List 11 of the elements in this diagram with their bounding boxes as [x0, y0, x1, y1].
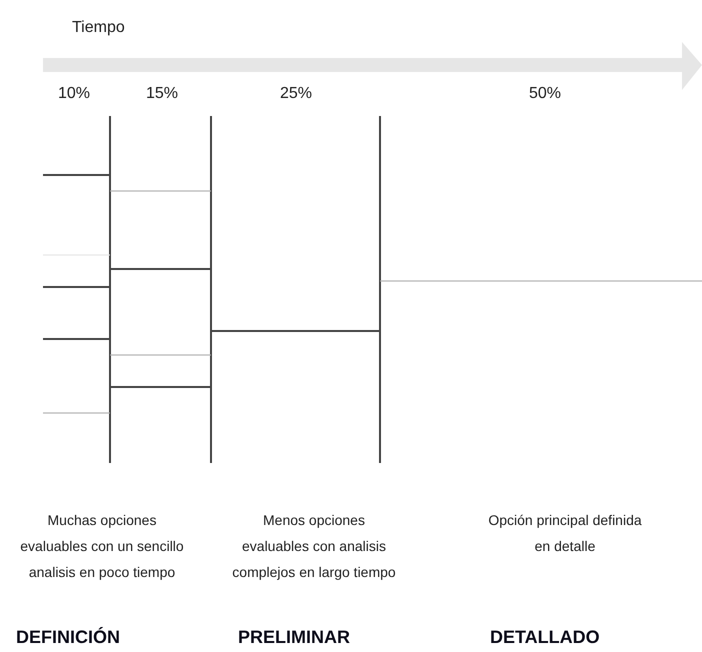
stage-name: DEFINICIÓN — [16, 627, 122, 647]
axis-title: Tiempo — [72, 18, 126, 38]
stage-name: PRELIMINAR — [238, 627, 351, 647]
percentage-label: 10% — [56, 84, 92, 104]
stage-description: Muchas opciones evaluables con un sencillo analisis en poco tiempo — [19, 511, 185, 582]
percentage-label: 15% — [144, 84, 180, 104]
stage-description: Menos opciones evaluables con analisis complejos en largo tiempo — [231, 511, 397, 582]
stage-name: DETALLADO — [490, 627, 601, 647]
percentage-label: 50% — [528, 84, 562, 104]
percentage-label: 25% — [278, 84, 314, 104]
stage-description: Opción principal definida en detalle — [487, 511, 643, 556]
